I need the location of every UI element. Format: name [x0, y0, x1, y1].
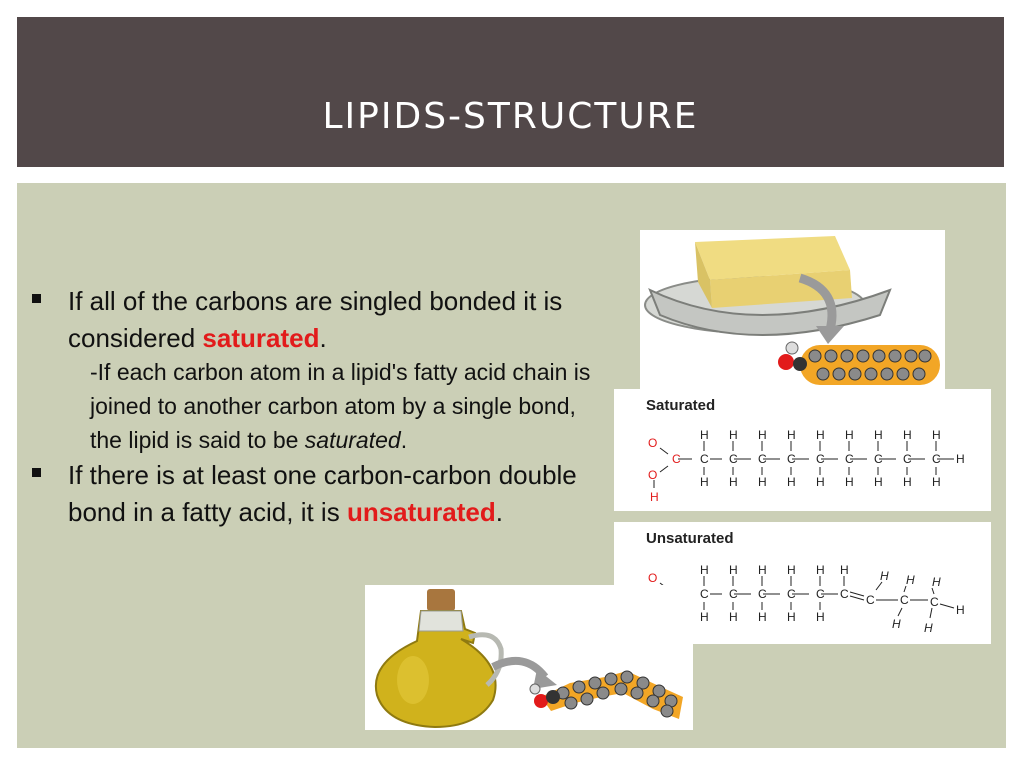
svg-text:C: C	[900, 593, 909, 607]
title-bar: LIPIDS-STRUCTURE	[17, 17, 1004, 167]
svg-text:H: H	[816, 475, 825, 489]
svg-text:H: H	[906, 573, 915, 587]
svg-text:H: H	[787, 563, 796, 577]
svg-text:C: C	[874, 452, 883, 466]
slide-title: LIPIDS-STRUCTURE	[322, 96, 699, 137]
svg-text:H: H	[874, 428, 883, 442]
svg-text:H: H	[874, 475, 883, 489]
svg-text:C: C	[903, 452, 912, 466]
svg-text:H: H	[700, 475, 709, 489]
svg-text:H: H	[816, 428, 825, 442]
saturated-term: saturated	[202, 323, 320, 353]
svg-text:H: H	[700, 428, 709, 442]
svg-text:H: H	[892, 617, 901, 631]
svg-text:H: H	[787, 610, 796, 624]
unsaturated-label: Unsaturated	[646, 530, 734, 547]
svg-text:H: H	[903, 428, 912, 442]
svg-text:H: H	[932, 428, 941, 442]
svg-text:H: H	[729, 428, 738, 442]
svg-text:H: H	[700, 610, 709, 624]
svg-text:H: H	[956, 603, 965, 617]
svg-text:C: C	[758, 587, 767, 601]
svg-text:H: H	[816, 610, 825, 624]
bullet-unsaturated: If there is at least one carbon-carbon d…	[30, 457, 610, 531]
svg-text:H: H	[758, 563, 767, 577]
svg-text:H: H	[956, 452, 965, 466]
definition-italic: saturated	[304, 427, 401, 453]
svg-text:H: H	[845, 428, 854, 442]
svg-text:H: H	[650, 490, 659, 504]
svg-text:H: H	[924, 621, 933, 635]
svg-text:H: H	[700, 563, 709, 577]
square-bullet-icon	[32, 294, 41, 303]
svg-text:H: H	[880, 569, 889, 583]
unsaturated-term: unsaturated	[346, 497, 496, 527]
svg-text:H: H	[729, 610, 738, 624]
svg-text:H: H	[932, 575, 941, 589]
svg-text:O: O	[648, 571, 657, 585]
svg-text:H: H	[816, 563, 825, 577]
svg-text:C: C	[787, 452, 796, 466]
svg-text:C: C	[700, 587, 709, 601]
svg-text:H: H	[758, 610, 767, 624]
bullet-punct: .	[495, 497, 503, 527]
svg-text:H: H	[729, 475, 738, 489]
svg-text:C: C	[729, 587, 738, 601]
svg-text:C: C	[758, 452, 767, 466]
svg-text:H: H	[758, 428, 767, 442]
bullet-list: If all of the carbons are singled bonded…	[30, 283, 610, 531]
svg-text:O: O	[648, 436, 657, 450]
svg-text:C: C	[816, 587, 825, 601]
saturated-label: Saturated	[646, 397, 716, 414]
svg-text:C: C	[840, 587, 849, 601]
bullet-saturated: If all of the carbons are singled bonded…	[30, 283, 610, 357]
svg-text:C: C	[845, 452, 854, 466]
definition-punct: .	[400, 427, 408, 453]
svg-text:C: C	[787, 587, 796, 601]
square-bullet-icon	[32, 468, 41, 477]
svg-text:C: C	[700, 452, 709, 466]
oil-bottle-icon	[374, 589, 683, 729]
bullet-text: If all of the carbons are singled bonded…	[68, 286, 563, 353]
definition-text: -If each carbon atom in a lipid's fatty …	[90, 359, 591, 453]
svg-text:C: C	[932, 452, 941, 466]
svg-text:H: H	[787, 475, 796, 489]
svg-text:C: C	[816, 452, 825, 466]
svg-text:C: C	[930, 595, 939, 609]
oil-image	[365, 585, 693, 730]
svg-text:H: H	[932, 475, 941, 489]
svg-text:H: H	[758, 475, 767, 489]
svg-text:H: H	[903, 475, 912, 489]
svg-text:C: C	[729, 452, 738, 466]
svg-text:C: C	[672, 452, 681, 466]
svg-text:H: H	[787, 428, 796, 442]
butter-dish-icon	[644, 236, 940, 385]
svg-text:C: C	[866, 593, 875, 607]
bullet-text: If there is at least one carbon-carbon d…	[68, 460, 577, 527]
svg-text:H: H	[729, 563, 738, 577]
svg-text:H: H	[845, 475, 854, 489]
bullet-punct: .	[319, 323, 327, 353]
butter-image	[640, 230, 945, 390]
saturated-definition: -If each carbon atom in a lipid's fatty …	[30, 355, 610, 457]
svg-text:H: H	[840, 563, 849, 577]
svg-text:O: O	[648, 468, 657, 482]
